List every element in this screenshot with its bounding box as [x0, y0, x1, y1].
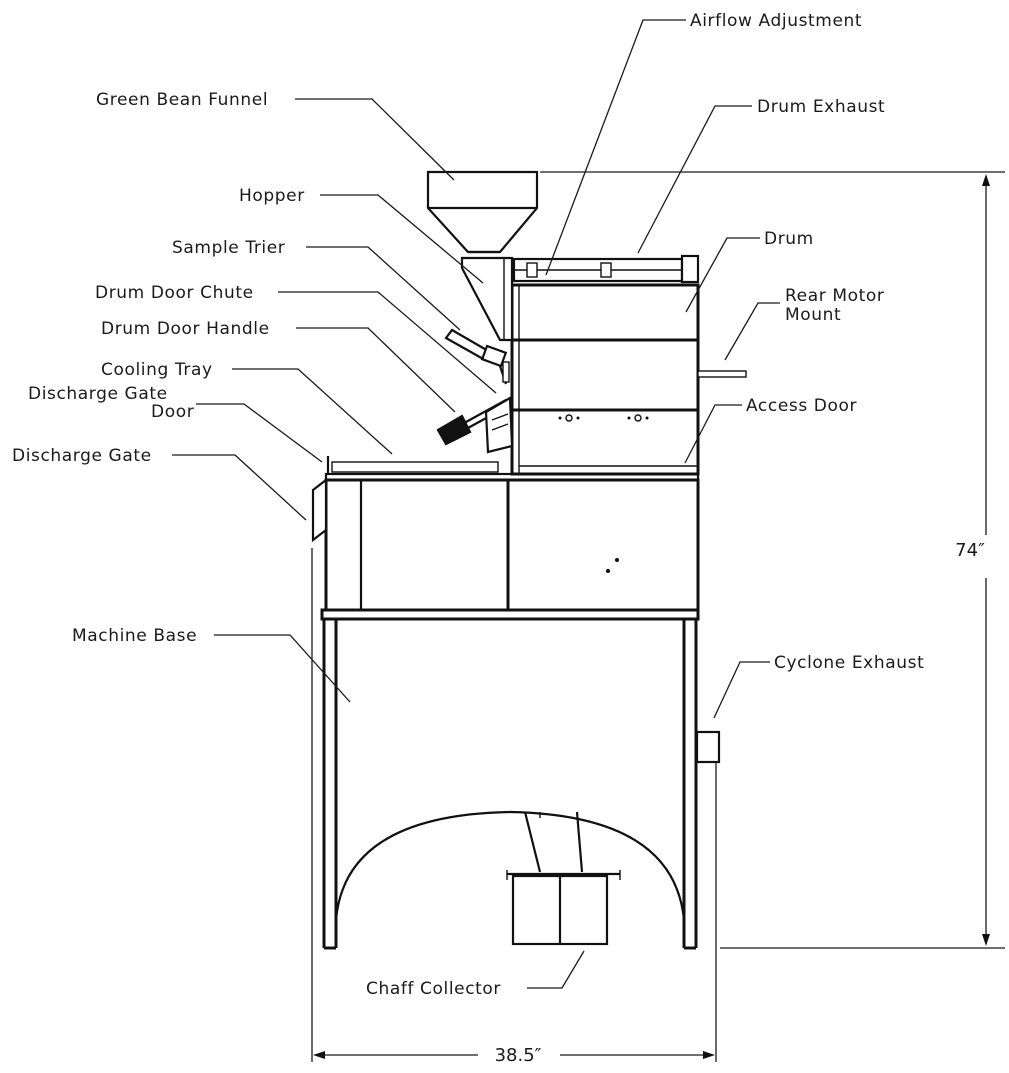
label-discharge-gate: Discharge Gate: [12, 446, 152, 466]
width-dimension: 38.5″: [495, 1045, 542, 1066]
sample-trier-part: [444, 328, 510, 385]
label-hopper: Hopper: [239, 186, 305, 206]
dimension-lines: 74″ 38.5″: [311, 171, 1005, 1066]
label-discharge-gate-door-line1: Discharge Gate: [28, 384, 168, 404]
label-discharge-gate-door-line2: Door: [151, 402, 194, 422]
label-machine-base: Machine Base: [72, 626, 197, 646]
label-drum: Drum: [764, 229, 814, 249]
label-sample-trier: Sample Trier: [172, 238, 285, 258]
drum-door-handle-part: [436, 396, 514, 454]
label-chaff-collector: Chaff Collector: [366, 979, 501, 999]
label-cyclone-exhaust: Cyclone Exhaust: [774, 653, 924, 673]
label-drum-door-handle: Drum Door Handle: [101, 319, 270, 339]
chaff-collector-part: [506, 811, 621, 946]
part-labels: Airflow Adjustment Green Bean Funnel Dru…: [12, 11, 924, 999]
height-dimension: 74″: [955, 540, 985, 561]
label-rear-motor-mount-line2: Mount: [785, 305, 841, 325]
label-access-door: Access Door: [746, 396, 857, 416]
label-rear-motor-mount-line1: Rear Motor: [785, 286, 884, 306]
label-drum-exhaust: Drum Exhaust: [757, 97, 885, 117]
label-cooling-tray: Cooling Tray: [101, 360, 213, 380]
label-green-bean-funnel: Green Bean Funnel: [96, 90, 268, 110]
machine-body: [311, 170, 747, 950]
label-drum-door-chute: Drum Door Chute: [95, 283, 254, 303]
label-airflow-adjustment: Airflow Adjustment: [690, 11, 862, 31]
leader-lines: [172, 19, 780, 989]
